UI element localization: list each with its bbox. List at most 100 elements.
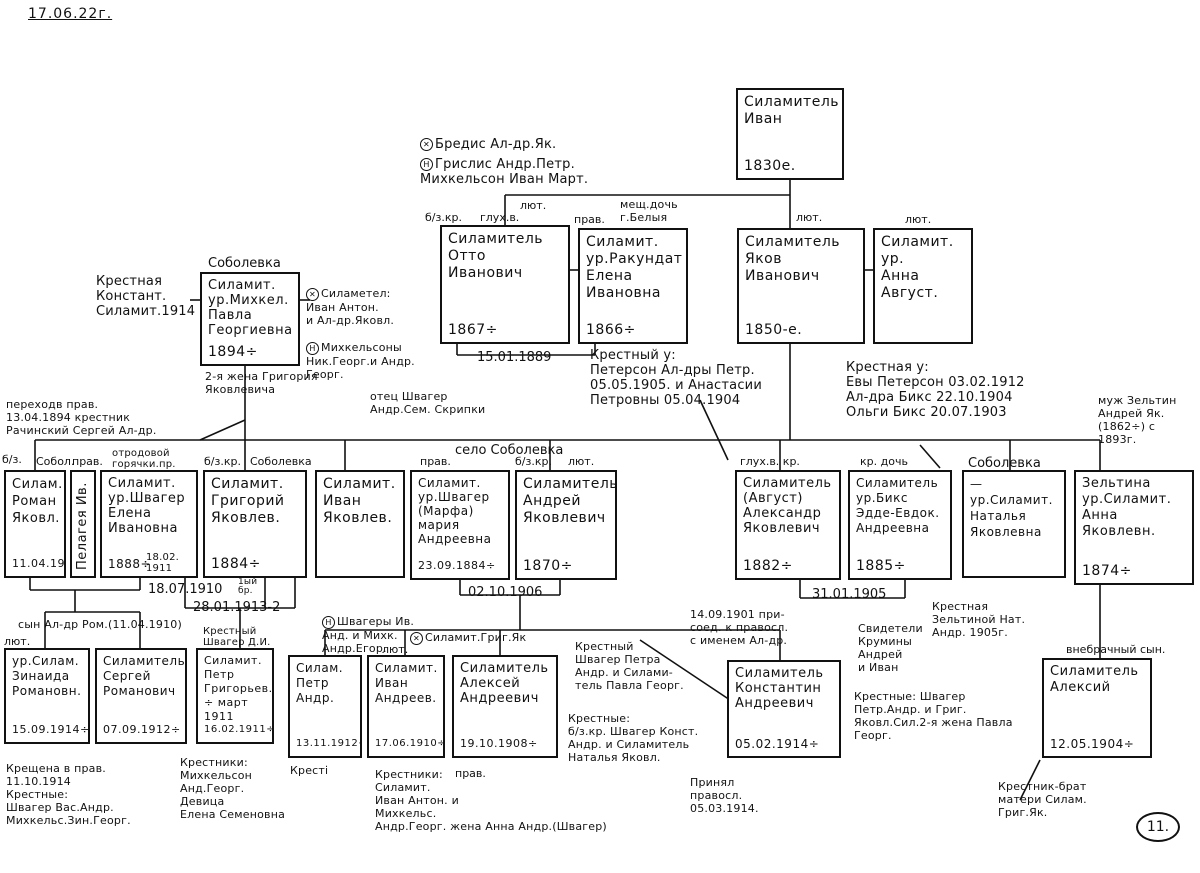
person-box-mariya: Силамит. ур.Швагер (Марфа) мария Андреев… [410,470,510,580]
label: лют. [4,635,31,648]
note-text: Бредис Ал-др.Як. [435,137,557,152]
person-box-aleksey-a: Силамитель Алексей Андреевич 19.10.1908÷ [452,655,558,758]
person-date: 23.09.1884÷ [418,559,496,572]
person-date: 12.05.1904÷ [1050,737,1135,751]
person-box-pavla: Силамит. ур.Михкел. Павла Георгиевна 189… [200,272,300,366]
person-date: 16.02.1911÷ [204,724,274,735]
note-godparent: ✕Силаметел: Иван Антон. и Ал-др.Яковл. [306,274,394,327]
person-box-edde: Силамитель ур.Бикс Эдде-Евдок. Андреевна… [848,470,952,580]
person-name: Зельтина ур.Силамит. Анна Яковлевн. [1082,476,1172,539]
person-name: Силамитель Яков Иванович [745,234,841,284]
note-godparent: Крестная у: Евы Петерсон 03.02.1912 Ал-д… [846,360,1025,420]
person-name: Силамитель Алексей Андреевич [460,661,549,706]
person-name: Силамит. Иван Андреев. [375,661,438,705]
note-conversion: 14.09.1901 при- соед. к правосл. с имене… [690,608,789,647]
person-name: Силамитель Андрей Яковлевич [523,476,617,526]
note-godparent: Крестный Швагер Д.И. [203,626,271,648]
note-godparent: Крестная Констант. Силамит.1914 [96,274,196,319]
note-godparent: Крестные: Швагер Петр.Андр. и Григ. Яков… [854,690,1013,742]
label: внебрачный сын. [1066,643,1166,656]
label: лют. [905,213,932,226]
header-date: 17.06.22г. [28,6,113,22]
label: глух.в. [480,211,520,224]
label: Соболевка [250,455,312,468]
label: мещ.дочь г.Белыя [620,198,678,224]
person-name: Силам. Петр Андр. [296,661,344,705]
person-box-aleksiy: Силамитель Алексий 12.05.1904÷ [1042,658,1152,758]
person-date: 1867÷ [448,322,498,338]
person-date: 15.09.1914÷ [12,723,90,736]
person-name: Силамит. ур.Ракундат Елена Ивановна [586,234,683,301]
person-name: Силамитель Иван [744,94,840,127]
h-symbol-icon: H [322,615,335,629]
note-godparent: Крестные: б/з.кр. Швагер Конст. Андр. и … [568,712,699,764]
person-box-ivan: Силамитель Иван 1830е. [736,88,844,180]
person-box-elena-r: Силамит. ур.Ракундат Елена Ивановна 1866… [578,228,688,344]
label: Соболевка [208,256,281,271]
note-wife: 2-я жена Григория Яковлевича [205,370,318,396]
label: б/з. [2,453,22,466]
person-date: 19.10.1908÷ [460,737,538,750]
person-date: 1874÷ [1082,563,1132,579]
marriage-date: 31.01.1905 [812,587,887,602]
person-date: 1894÷ [208,344,258,360]
note-conversion: Принял правосл. 05.03.1914. [690,776,759,815]
person-name: Пелагея Ив. [75,482,90,570]
label: прав. [72,455,103,468]
person-date: 17.06.1910÷ [375,738,445,749]
h-symbol-icon: H [306,341,319,355]
person-box-otto: Силамитель Отто Иванович 1867÷ [440,225,570,344]
note-godchild: Крестник-брат матери Силам. Григ.Як. [998,780,1087,819]
cross-symbol-icon: ✕ [306,287,319,301]
person-name: Силамитель Сергей Романович [103,654,186,698]
person-box-andrey: Силамитель Андрей Яковлевич 1870÷ [515,470,617,580]
person-date: 1850-е. [745,322,803,338]
person-date: 1885÷ [856,558,906,574]
marriage-date: 18.07.1910 [148,582,223,597]
label: глух.в. кр. [740,455,800,468]
person-date: 1866÷ [586,322,636,338]
cross-symbol-icon: ✕ [410,631,423,645]
person-date: 05.02.1914÷ [735,737,820,751]
note-baptism: Крещена в прав. 11.10.1914 Крестные: Шва… [6,762,131,827]
label: лют. [520,199,547,212]
marriage-date: 28.01.1913-2 [193,600,281,615]
person-box-zinaida: ур.Силам. Зинаида Романовн. 15.09.1914÷ [4,648,90,744]
cross-symbol-icon: ✕ [420,138,433,151]
person-name: Силамит. Иван Яковлев. [323,476,396,526]
note-text: Силаметел: Иван Антон. и Ал-др.Яковл. [306,287,395,327]
person-box-grigoriy: Силамит. Григорий Яковлев. 1884÷ [203,470,307,578]
person-name: Силамит. ур.Швагер (Марфа) мария Андреев… [418,476,492,546]
person-box-natalya: — ур.Силамит. Наталья Яковлевна [962,470,1066,578]
person-box-ivan-a: Силамит. Иван Андреев. 17.06.1910÷ [367,655,445,758]
note-godparent: ✕Силамит.Григ.Як [410,618,526,645]
note-godparent: ✕Бредис Ал-др.Як. [420,122,556,152]
person-name: Силамитель Отто Иванович [448,231,544,281]
label: б/з.кр. [515,455,552,468]
person-name: Силамит. Григорий Яковлев. [211,476,285,526]
note-conversion: переходв прав. 13.04.1894 крестник Рачин… [6,398,157,437]
person-box-anna-z: Зельтина ур.Силамит. Анна Яковлевн. 1874… [1074,470,1194,585]
note-text: Грислис Андр.Петр. Михкельсон Иван Март. [420,157,589,187]
label: б/з.кр. [425,211,462,224]
person-box-petr-g: Силамит. Петр Григорьев. ÷ март 1911 16.… [196,648,274,744]
label: лют. [796,211,823,224]
person-box-sergey: Силамитель Сергей Романович 07.09.1912÷ [95,648,187,744]
person-date: 1830е. [744,158,796,174]
marriage-date: 15.01.1889 [477,350,552,365]
person-name: Силамитель Константин Андреевич [735,666,824,711]
h-symbol-icon: H [420,158,433,171]
note-godchild: Крестники: Михкельсон Анд.Георг. Девица … [180,756,286,821]
note-father: отец Швагер Андр.Сем. Скрипки [370,390,486,416]
label: кр. дочь [860,455,908,468]
person-box-yakov: Силамитель Яков Иванович 1850-е. [737,228,865,344]
label: прав. [455,767,486,780]
label: Соболевка [968,456,1041,471]
note-text: Швагеры Ив. Анд. и Михк. Андр.Егор. [322,615,415,655]
person-date: 1888÷ [108,557,152,571]
person-date: 1882÷ [743,558,793,574]
person-box-pelageya: Пелагея Ив. [70,470,96,578]
person-date: 1870÷ [523,558,573,574]
